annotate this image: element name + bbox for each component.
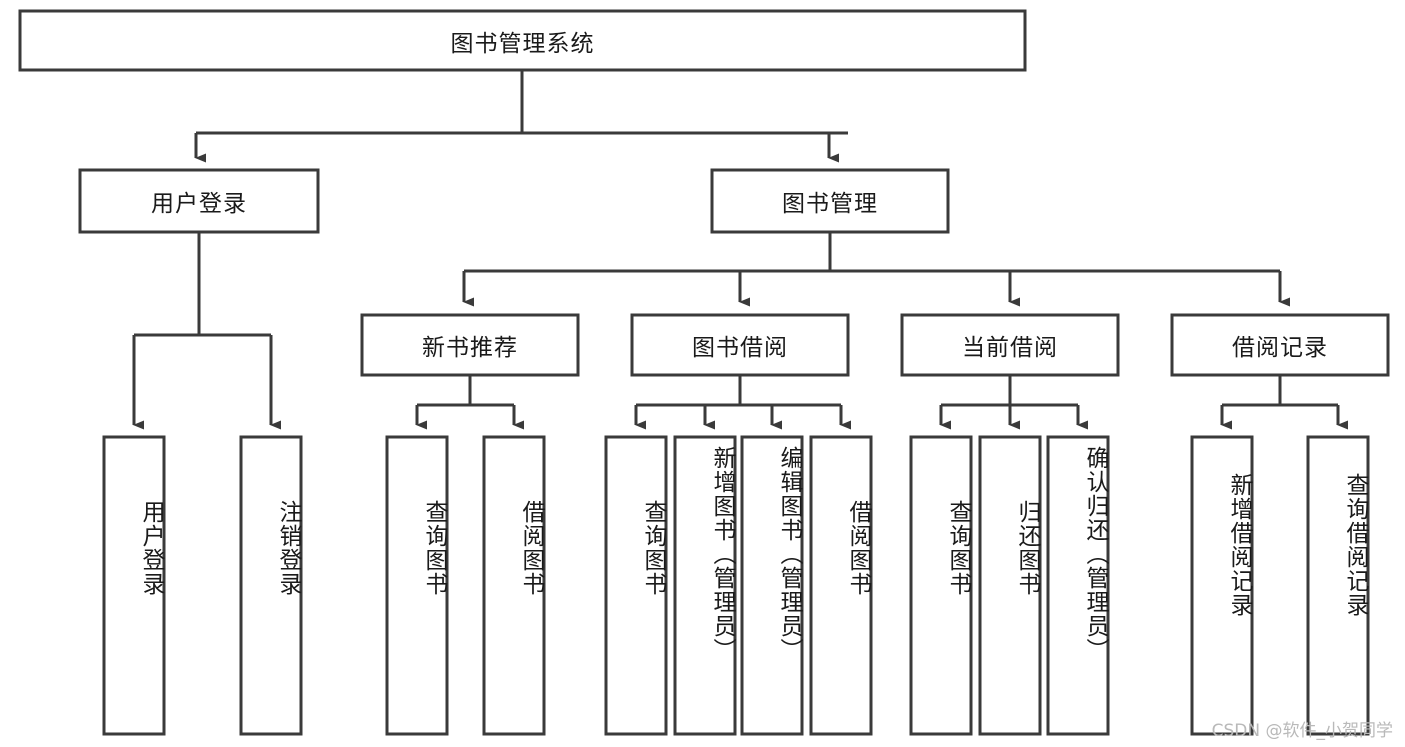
edge-userlogin-to-leaves — [132, 232, 281, 430]
leaf-confirm-return-box[interactable] — [1046, 435, 1110, 736]
node-new-book-recommend-box[interactable] — [360, 313, 580, 377]
leaf-borrow-book-2-box[interactable] — [809, 435, 873, 736]
edge-borrowrecord-to-leaves — [1220, 375, 1348, 430]
node-book-borrow-box[interactable] — [630, 313, 850, 377]
edge-root-to-level2 — [194, 70, 848, 163]
leaf-query-book-3-box[interactable] — [909, 435, 973, 736]
node-current-borrow-box[interactable] — [900, 313, 1120, 377]
leaf-borrow-book-1-box[interactable] — [482, 435, 546, 736]
node-root-box[interactable] — [18, 9, 1027, 72]
leaf-query-record-box[interactable] — [1306, 435, 1370, 736]
node-user-login-box[interactable] — [78, 168, 320, 234]
leaf-query-book-1-box[interactable] — [385, 435, 449, 736]
node-book-management-box[interactable] — [710, 168, 950, 234]
edge-bookmgmt-to-level3 — [462, 232, 1290, 307]
node-borrow-record-box[interactable] — [1170, 313, 1390, 377]
edge-newbook-to-leaves — [415, 375, 524, 430]
leaf-query-book-2-box[interactable] — [604, 435, 668, 736]
edge-bookborrow-to-leaves — [634, 375, 851, 430]
leaf-add-record-box[interactable] — [1190, 435, 1254, 736]
edge-currentborrow-to-leaves — [939, 375, 1088, 430]
leaf-add-book-box[interactable] — [673, 435, 737, 736]
leaf-logout-box[interactable] — [239, 435, 303, 736]
leaf-edit-book-box[interactable] — [740, 435, 804, 736]
leaf-return-book-box[interactable] — [978, 435, 1042, 736]
leaf-user-login-box[interactable] — [102, 435, 166, 736]
